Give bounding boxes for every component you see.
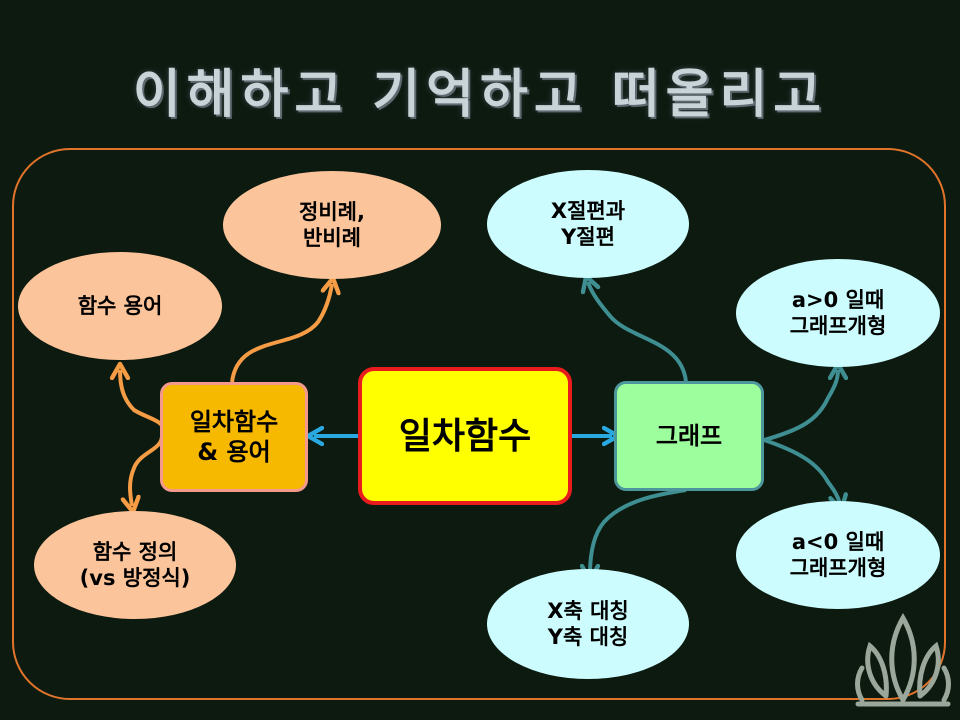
- node-a-positive-line1: a>0 일때: [791, 287, 885, 312]
- node-function-terms: 함수 용어: [18, 252, 222, 360]
- arrow-left-to-definition: [130, 435, 164, 506]
- node-proportion: 정비례, 반비례: [223, 171, 441, 279]
- node-linear-function-label: 일차함수: [398, 415, 532, 457]
- node-intercepts-line2: Y절편: [561, 225, 615, 249]
- node-linear-function-terms-line2: & 용어: [197, 438, 271, 466]
- arrow-right-to-symmetry: [590, 488, 687, 574]
- node-linear-function-terms-line1: 일차함수: [189, 408, 279, 436]
- node-function-terms-label: 함수 용어: [77, 293, 163, 318]
- node-linear-function-terms: 일차함수 & 용어: [160, 382, 308, 492]
- node-proportion-line2: 반비례: [303, 226, 361, 250]
- node-a-positive-line2: 그래프개형: [789, 314, 887, 338]
- diagram-frame: [12, 148, 946, 700]
- node-intercepts-line1: X절편과: [550, 198, 626, 223]
- page-title: 이해하고 기억하고 떠올리고: [132, 64, 828, 125]
- arrow-left-to-function-terms: [120, 370, 166, 437]
- node-function-definition: 함수 정의 (vs 방정식): [34, 511, 236, 619]
- arrow-right-to-intercepts: [588, 282, 688, 383]
- node-symmetry-line2: Y축 대칭: [547, 625, 629, 649]
- arrow-left-to-proportion: [230, 284, 332, 383]
- node-a-negative: a<0 일때 그래프개형: [736, 501, 940, 609]
- arrow-right-to-a-positive: [763, 370, 838, 442]
- decorative-flourish-icon: [855, 612, 951, 707]
- node-a-negative-line2: 그래프개형: [789, 556, 887, 580]
- node-symmetry: X축 대칭 Y축 대칭: [487, 569, 689, 679]
- node-function-definition-line2: (vs 방정식): [79, 566, 191, 590]
- node-function-definition-line1: 함수 정의: [92, 539, 178, 564]
- node-a-positive: a>0 일때 그래프개형: [736, 259, 940, 367]
- arrow-right-to-a-negative: [763, 438, 840, 504]
- node-graph: 그래프: [614, 381, 764, 491]
- node-proportion-line1: 정비례,: [299, 199, 365, 224]
- node-symmetry-line1: X축 대칭: [547, 598, 629, 623]
- node-intercepts: X절편과 Y절편: [487, 170, 689, 278]
- node-a-negative-line1: a<0 일때: [791, 529, 885, 554]
- node-linear-function: 일차함수: [358, 367, 572, 505]
- node-graph-label: 그래프: [655, 422, 723, 450]
